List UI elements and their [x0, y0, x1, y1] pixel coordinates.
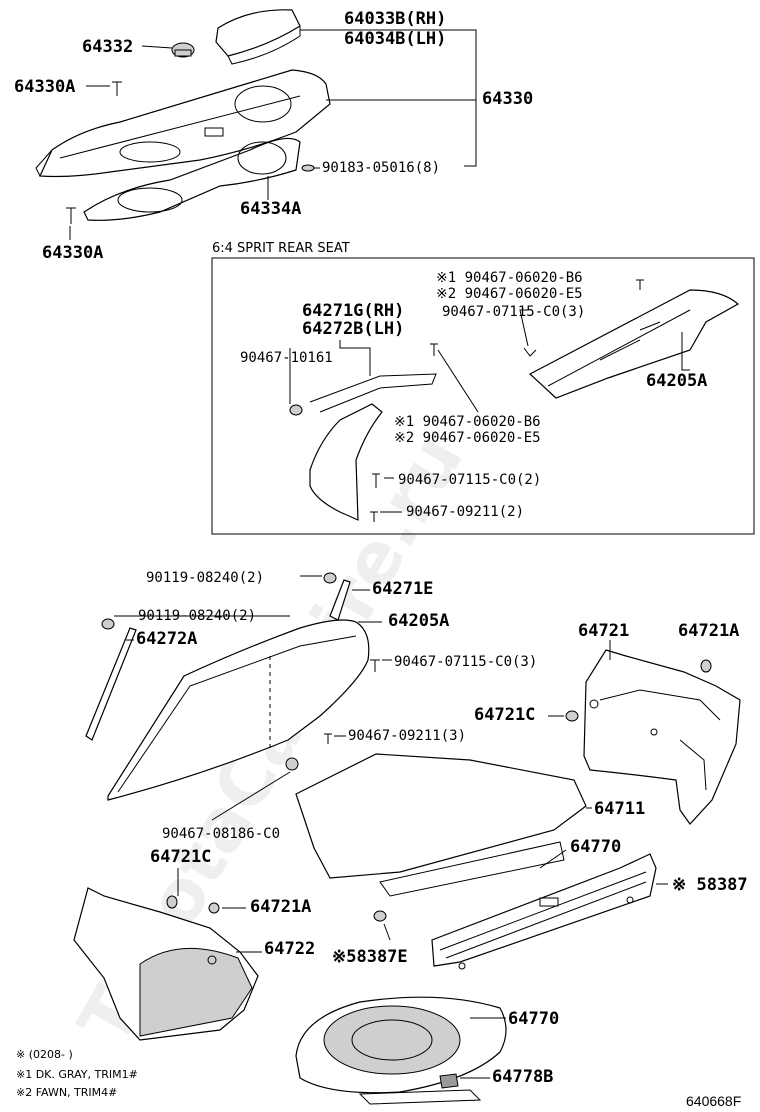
inset-parts	[289, 279, 740, 522]
wheelhouse-trim-group	[73, 887, 259, 1041]
label-inset-09211-2: 90467-09211(2)	[406, 504, 524, 520]
label-inset-b6-mid: ※1 90467-06020-B6	[394, 414, 541, 430]
package-tray-64330	[39, 69, 331, 178]
label-64330: 64330	[482, 89, 533, 109]
diagram-reference-code: 640668F	[686, 1093, 741, 1109]
label-90119-08240-b: 90119-08240(2)	[138, 608, 256, 624]
label-58387e: ※58387E	[332, 947, 408, 967]
label-64330a-bottom: 64330A	[42, 243, 103, 263]
label-64770-top: 64770	[570, 837, 621, 857]
label-58387: ※ 58387	[672, 875, 748, 895]
package-tray-group	[35, 9, 331, 224]
tray-trim-64334a	[83, 137, 301, 221]
label-64721a-right: 64721A	[678, 621, 739, 641]
sill-plate-group	[373, 853, 657, 970]
label-64205a-inset: 64205A	[646, 371, 707, 391]
label-64271g-rh: 64271G(RH)	[302, 301, 404, 321]
label-64721a-left: 64721A	[250, 897, 311, 917]
side-trim-64271g	[309, 403, 383, 521]
clip-90183	[301, 164, 315, 172]
seatback-trim-64205a-inset	[528, 289, 740, 399]
clip-64330a-top	[112, 81, 122, 96]
inset-caption: 6:4 SPRIT REAR SEAT	[212, 241, 350, 256]
label-64332: 64332	[82, 37, 133, 57]
label-90467-09211-3: 90467-09211(3)	[348, 728, 466, 744]
label-90119-08240-a: 90119-08240(2)	[146, 570, 264, 586]
label-64711: 64711	[594, 799, 645, 819]
label-64334a: 64334A	[240, 199, 301, 219]
footnote-date-range: ※ (0208- )	[16, 1048, 73, 1061]
label-inset-b6-top: ※1 90467-06020-B6	[436, 270, 583, 286]
floor-mat-64711	[295, 753, 587, 879]
sill-plate-58387	[431, 853, 657, 967]
label-inset-e5-mid: ※2 90467-06020-E5	[394, 430, 541, 446]
label-90467-10161: 90467-10161	[240, 350, 333, 366]
label-64033b-rh: 64033B(RH)	[344, 9, 446, 29]
side-trim-64721	[583, 649, 741, 825]
seatback-panel-64205a	[107, 619, 370, 801]
label-64778b: 64778B	[492, 1067, 553, 1087]
label-90183-05016: 90183-05016(8)	[322, 160, 440, 176]
clip-64330a-bottom	[66, 207, 76, 224]
clip-64778b	[439, 1073, 459, 1089]
floor-mat-group	[295, 753, 587, 897]
footnote-trim1: ※1 DK. GRAY, TRIM1#	[16, 1068, 138, 1081]
strap-64271e	[329, 579, 351, 621]
label-64205a-main: 64205A	[388, 611, 449, 631]
label-inset-07115-3: 90467-07115-C0(3)	[442, 304, 585, 320]
label-inset-e5-top: ※2 90467-06020-E5	[436, 286, 583, 302]
label-64721c-left: 64721C	[150, 847, 211, 867]
label-64271e: 64271E	[372, 579, 433, 599]
label-64721c-right: 64721C	[474, 705, 535, 725]
inset-frame	[211, 257, 755, 535]
strap-64272a	[85, 627, 137, 741]
label-64330a-top: 64330A	[14, 77, 75, 97]
label-64722: 64722	[264, 939, 315, 959]
label-64770-bottom: 64770	[508, 1009, 559, 1029]
speaker-cover-64033b	[215, 9, 301, 57]
label-inset-07115-2: 90467-07115-C0(2)	[398, 472, 541, 488]
label-64272b-lh: 64272B(LH)	[302, 319, 404, 339]
footnote-trim4: ※2 FAWN, TRIM4#	[16, 1086, 117, 1099]
label-64034b-lh: 64034B(LH)	[344, 29, 446, 49]
label-90467-07115-3: 90467-07115-C0(3)	[394, 654, 537, 670]
tire-cover-group	[295, 996, 507, 1105]
label-64272a: 64272A	[136, 629, 197, 649]
side-trim-group	[565, 649, 741, 825]
label-90467-08186: 90467-08186-C0	[162, 826, 280, 842]
seatback-group	[85, 572, 380, 801]
label-64721: 64721	[578, 621, 629, 641]
